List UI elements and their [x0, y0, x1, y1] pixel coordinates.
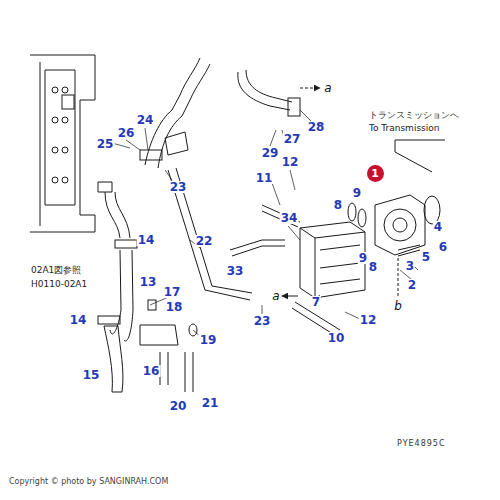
- callout-number: 4: [433, 221, 443, 233]
- connection-letter: a: [323, 82, 332, 94]
- note-text: トランスミッションへ: [368, 111, 460, 120]
- callout-circle: 1: [367, 165, 384, 182]
- callout-number: 14: [137, 234, 156, 246]
- callout-number: 5: [421, 251, 431, 263]
- callout-number: 9: [358, 252, 368, 264]
- bolt: [262, 205, 300, 227]
- callout-number: 28: [307, 121, 326, 133]
- callout-number: 19: [199, 334, 218, 346]
- callout-number: 21: [201, 397, 220, 409]
- fitting: [140, 325, 178, 345]
- callout-number: 17: [163, 286, 182, 298]
- case-panel-detail: [40, 62, 75, 226]
- callout-number: 12: [359, 314, 378, 326]
- callout-number: 23: [253, 315, 272, 327]
- case-holes: [52, 87, 74, 183]
- callout-number: 34: [280, 212, 299, 224]
- callout-number: 22: [195, 235, 214, 247]
- bolts: [160, 352, 193, 392]
- callout-number: 7: [311, 296, 321, 308]
- connection-arrow: [300, 88, 320, 89]
- case-panel: [30, 55, 95, 232]
- plug: [148, 300, 156, 310]
- callout-number: 33: [226, 265, 245, 277]
- pipe: [145, 58, 210, 168]
- valve-block: [300, 222, 365, 298]
- note-text: 02A1図参照: [30, 266, 82, 275]
- connection-letter: a: [271, 290, 280, 302]
- hose-clamp: [98, 316, 120, 324]
- drawing-code: PYE4895C: [396, 440, 447, 448]
- callout-number: 26: [117, 127, 136, 139]
- callout-number: 11: [255, 172, 274, 184]
- connection-arrow: [282, 296, 298, 297]
- elbow-pipe: [105, 192, 130, 238]
- leader-lines: [112, 110, 418, 337]
- pipe-flange: [288, 98, 300, 116]
- callout-number: 8: [333, 199, 343, 211]
- bolt: [398, 245, 420, 256]
- callout-number: 15: [82, 369, 101, 381]
- callout-number: 9: [352, 187, 362, 199]
- hose: [120, 250, 133, 310]
- callout-number: 12: [281, 156, 300, 168]
- callout-number: 3: [405, 260, 415, 272]
- callout-number: 25: [96, 138, 115, 150]
- connection-letter: b: [393, 300, 403, 312]
- hose-end: [110, 310, 133, 341]
- callout-number: 20: [169, 400, 188, 412]
- pump-shaft: [393, 218, 407, 232]
- pump-face: [384, 209, 416, 241]
- wire-harness: [230, 240, 285, 256]
- direction-line: [395, 140, 445, 172]
- clamp: [140, 150, 162, 160]
- callout-number: 6: [438, 241, 448, 253]
- callout-number: 14: [69, 314, 88, 326]
- pipe-flange: [165, 132, 188, 155]
- pump: [375, 195, 425, 255]
- callout-number: 13: [139, 276, 158, 288]
- callout-number: 8: [368, 261, 378, 273]
- flange: [98, 182, 112, 192]
- callout-number: 1: [371, 168, 379, 179]
- connection-line: [398, 258, 399, 298]
- tube: [104, 326, 123, 392]
- callout-number: 18: [165, 301, 184, 313]
- callout-number: 10: [327, 332, 346, 344]
- note-text: H0110-02A1: [30, 280, 88, 289]
- note-text: To Transmission: [368, 124, 440, 133]
- o-ring: [424, 196, 440, 224]
- hose-clamp: [115, 240, 137, 248]
- callout-number: 23: [169, 181, 188, 193]
- callout-number: 2: [407, 279, 417, 291]
- tube: [168, 168, 252, 300]
- watermark: Copyright © photo by SANGINRAH.COM: [8, 478, 169, 486]
- callout-number: 27: [283, 133, 302, 145]
- callout-number: 29: [261, 147, 280, 159]
- callout-number: 24: [136, 114, 155, 126]
- callout-number: 16: [142, 365, 161, 377]
- valve-detail: [320, 245, 360, 284]
- pipe: [238, 70, 292, 110]
